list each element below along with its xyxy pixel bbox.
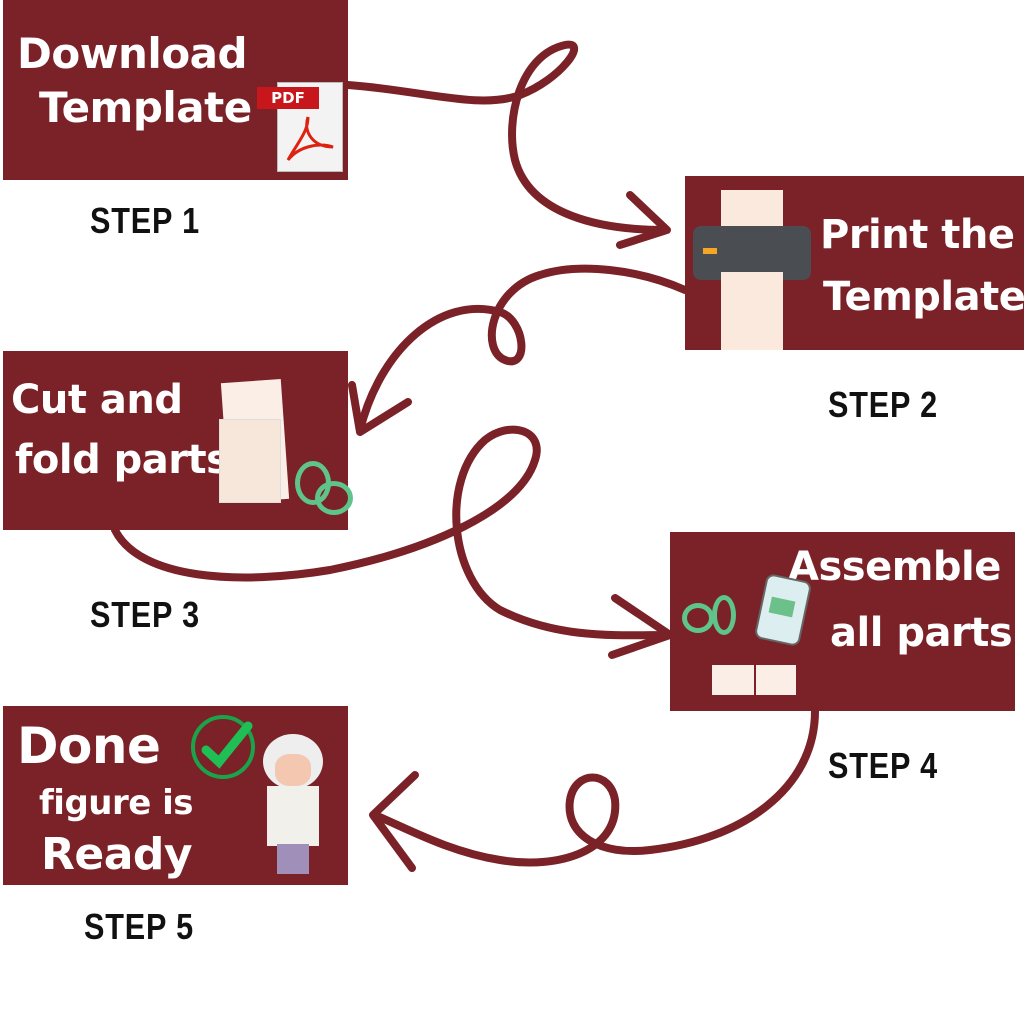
glue-scissors-icon <box>678 572 818 697</box>
step1-label: STEP 1 <box>90 200 200 241</box>
step2-label: STEP 2 <box>828 384 938 425</box>
step4-title-line2: all parts <box>830 610 1013 656</box>
printer-icon <box>693 190 813 350</box>
step3-title-line1: Cut and <box>11 377 183 423</box>
step5-card: Done figure is Ready <box>3 706 348 885</box>
pdf-badge: PDF <box>257 87 319 109</box>
arrowhead-step5 <box>369 771 419 872</box>
step4-title-line1: Assemble <box>788 544 1001 590</box>
figure-icon <box>253 734 333 884</box>
step5-title-line1: Done <box>17 717 161 775</box>
step4-label: STEP 4 <box>828 745 938 786</box>
step5-title-line2: figure is <box>39 783 194 823</box>
arrowhead-step2 <box>616 191 671 249</box>
pdf-icon: PDF <box>257 82 343 172</box>
step4-card: Assemble all parts <box>670 532 1015 711</box>
step3-title-line2: fold parts <box>15 437 230 483</box>
step1-title-line1: Download <box>17 29 248 78</box>
arrow-step1-to-step2 <box>344 40 669 234</box>
arrow-step4-to-step5 <box>371 707 819 867</box>
arrowhead-step4 <box>608 594 674 659</box>
step1-card: Download Template PDF <box>3 0 348 180</box>
step3-label: STEP 3 <box>90 594 200 635</box>
step1-title-line2: Template <box>39 83 252 132</box>
step2-title-line1: Print the <box>820 212 1015 258</box>
arrowhead-step3 <box>348 381 412 436</box>
scissors-template-icon <box>215 379 353 526</box>
arrow-step3-to-step4 <box>111 425 674 640</box>
arrow-step2-to-step3 <box>356 264 689 434</box>
step2-title-line2: Template <box>823 274 1024 320</box>
checkmark-icon <box>188 712 258 782</box>
step2-card: Print the Template <box>685 176 1024 350</box>
step5-title-line3: Ready <box>41 829 193 880</box>
step5-label: STEP 5 <box>84 906 194 947</box>
step3-card: Cut and fold parts <box>3 351 353 530</box>
